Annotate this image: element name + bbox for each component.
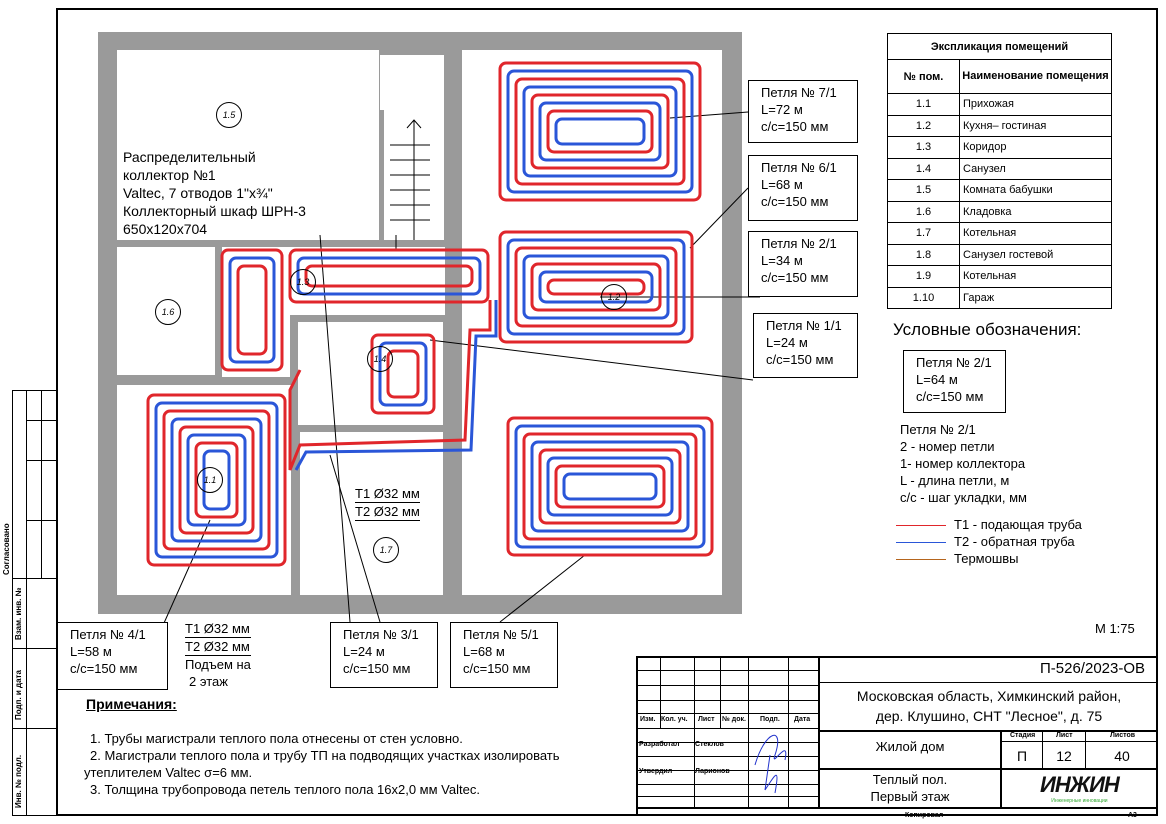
loop-1-4 bbox=[370, 333, 436, 415]
loop-7-1 bbox=[498, 61, 702, 202]
room-explication-table: Экспликация помещений № пом.Наименование… bbox=[887, 33, 1112, 309]
sheet-value: 12 bbox=[1056, 748, 1072, 764]
room-label-1-2: 1.2 bbox=[601, 284, 627, 310]
return-line-swatch bbox=[896, 542, 946, 544]
approved-by: Ларионов bbox=[695, 768, 730, 775]
project-address: Московская область, Химкинский район,дер… bbox=[856, 688, 1122, 724]
signature bbox=[754, 734, 787, 794]
sheets-value: 40 bbox=[1114, 748, 1130, 764]
stage-label: Стадия bbox=[1010, 732, 1036, 739]
title-block bbox=[636, 656, 1158, 816]
notes-title: Примечания: bbox=[86, 696, 177, 712]
supply-line-swatch bbox=[896, 525, 946, 527]
sheet-label: Лист bbox=[1056, 732, 1073, 739]
room-label-1-5: 1.5 bbox=[216, 102, 242, 128]
room-label-1-4: 1.4 bbox=[367, 346, 393, 372]
loop-6-1 bbox=[288, 248, 490, 304]
room-label-1-7: 1.7 bbox=[373, 537, 399, 563]
legend-title: Условные обозначения: bbox=[893, 320, 1082, 339]
stage-value: П bbox=[1016, 748, 1028, 764]
legend-lines: T1 - подающая труба T2 - обратная труба … bbox=[896, 516, 1082, 567]
loop-5-1 bbox=[506, 416, 714, 557]
scale-label: М 1:75 bbox=[1095, 621, 1135, 636]
format-label: А3 bbox=[1128, 812, 1137, 819]
loop-4-1 bbox=[146, 393, 287, 567]
loop-2-1 bbox=[498, 230, 694, 344]
approved-label: Утвердил bbox=[639, 768, 673, 775]
developed-by: Стеклов bbox=[695, 741, 724, 748]
drawing-frame bbox=[56, 8, 1158, 816]
supply-main bbox=[288, 300, 492, 471]
room-label-1-3: 1.3 bbox=[290, 269, 316, 295]
project-code: П-526/2023-ОВ bbox=[1040, 660, 1146, 677]
copied-label: Копировал bbox=[905, 812, 944, 819]
loop-1-6 bbox=[220, 248, 284, 372]
developed-label: Разработал bbox=[639, 741, 680, 748]
thermal-joint-swatch bbox=[896, 559, 946, 561]
return-main bbox=[294, 300, 498, 471]
room-label-1-1: 1.1 bbox=[197, 467, 223, 493]
building-name: Жилой дом bbox=[875, 739, 945, 754]
sheets-label: Листов bbox=[1110, 732, 1136, 739]
notes-list: 1. Трубы магистрали теплого пола отнесен… bbox=[84, 731, 560, 797]
room-label-1-6: 1.6 bbox=[155, 299, 181, 325]
drawing-title: Теплый пол.Первый этаж bbox=[870, 772, 950, 804]
